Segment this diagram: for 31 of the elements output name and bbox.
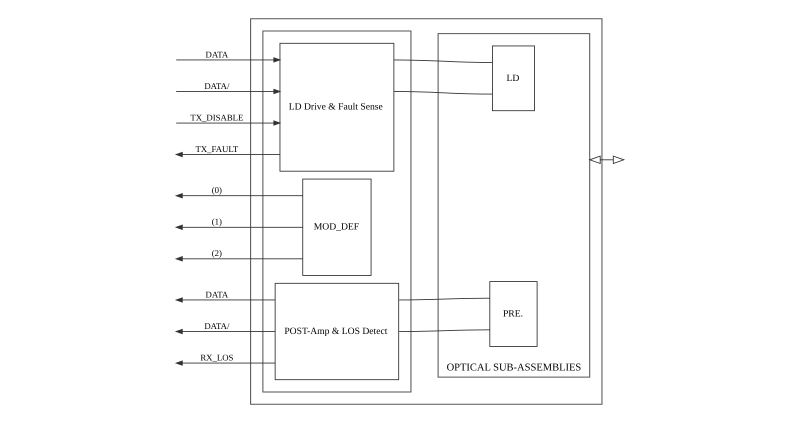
- node-box: POST-Amp & LOS Detect: [274, 282, 400, 380]
- arrow: [176, 88, 282, 94]
- connector: [398, 329, 490, 332]
- edge-label: DATA/: [204, 320, 230, 331]
- connector: [393, 91, 493, 95]
- arrow: [174, 328, 276, 334]
- arrow: [174, 152, 280, 158]
- edge-label: DATA: [206, 289, 228, 300]
- edge-label: (1): [212, 216, 222, 227]
- edge-label: (2): [212, 248, 222, 258]
- edge-label: DATA: [206, 49, 228, 60]
- edge-label: TX_FAULT: [195, 144, 238, 154]
- edge-label: DATA/: [204, 80, 230, 91]
- cluster: [262, 30, 412, 393]
- connector: [393, 59, 493, 63]
- arrow: [174, 192, 304, 198]
- arrow: [174, 256, 304, 262]
- edge-label: RX_LOS: [200, 352, 234, 362]
- arrow: [176, 57, 282, 63]
- arrow: [176, 120, 282, 126]
- node-box: LD: [492, 45, 535, 112]
- arrow: [174, 224, 304, 230]
- arrow: [174, 360, 276, 366]
- connector: [398, 298, 490, 300]
- arrow: [174, 297, 276, 303]
- edge-label: TX_DISABLE: [190, 112, 244, 122]
- node-box: PRE.: [489, 281, 538, 347]
- node-box: LD Drive & Fault Sense: [280, 42, 394, 172]
- edge-label: (0): [212, 185, 222, 196]
- arrow: [588, 156, 626, 164]
- node-box: MOD_DEF: [302, 178, 372, 276]
